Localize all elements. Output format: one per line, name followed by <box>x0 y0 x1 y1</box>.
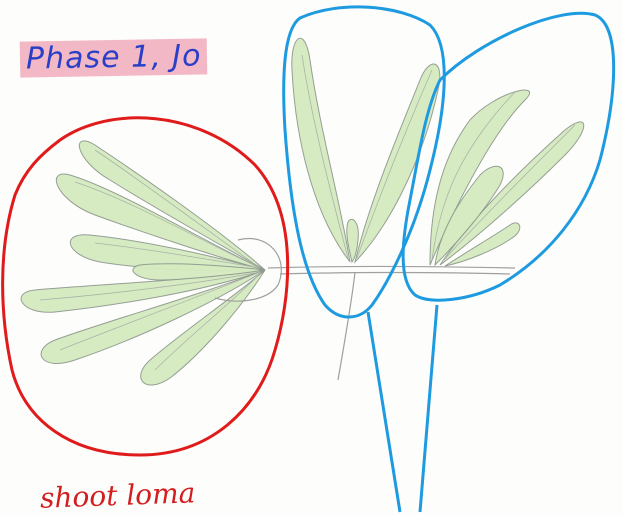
blue-stem-middle <box>368 312 400 512</box>
middle-shoot <box>292 38 440 262</box>
blue-stem-middle-right <box>375 310 405 512</box>
blue-stem-right <box>420 305 437 512</box>
shoot-caption: shoot loma <box>39 477 195 514</box>
root-line <box>338 272 355 380</box>
right-shoot <box>430 90 584 266</box>
phase-title: Phase 1, Jo <box>20 38 208 77</box>
ground-line <box>268 267 515 269</box>
blue-stem-middle-2 <box>376 312 388 512</box>
left-leaf-rosette <box>21 141 281 385</box>
